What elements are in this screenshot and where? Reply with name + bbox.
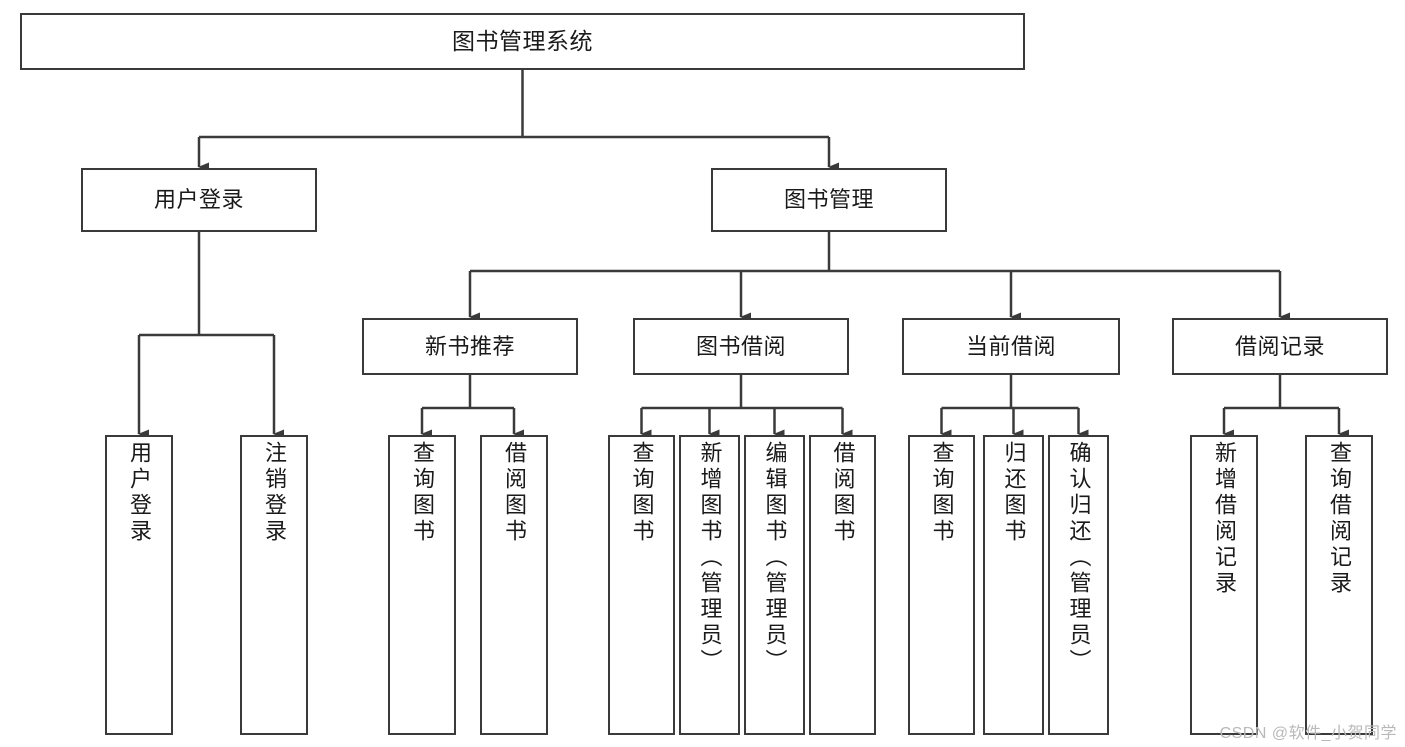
node-leaf-br-add: 新增借阅记录 (1190, 435, 1258, 735)
node-leaf-bb-edit: 编辑图书（管理员） (744, 435, 805, 735)
node-label: 查询图书 (629, 441, 655, 545)
watermark: CSDN @软件_小贺同学 (1219, 725, 1397, 742)
node-label: 新增借阅记录 (1212, 441, 1237, 597)
node-leaf-bb-borrow: 借阅图书 (809, 435, 876, 735)
node-leaf-user-logout: 注销登录 (240, 435, 308, 735)
node-label: 确认归还（管理员） (1066, 441, 1092, 675)
node-label: 注销登录 (262, 441, 287, 545)
node-label: 查询图书 (929, 441, 955, 545)
node-leaf-rec-query: 查询图书 (388, 435, 456, 735)
node-leaf-br-query: 查询借阅记录 (1305, 435, 1373, 735)
node-leaf-cb-query: 查询图书 (908, 435, 975, 735)
node-leaf-bb-add: 新增图书（管理员） (679, 435, 740, 735)
node-label: 用户登录 (153, 187, 244, 213)
node-label: 借阅记录 (1234, 333, 1325, 359)
node-label: 查询图书 (410, 441, 435, 545)
node-user-login: 用户登录 (81, 168, 317, 232)
node-root: 图书管理系统 (20, 13, 1025, 70)
node-label: 借阅图书 (830, 441, 856, 545)
node-label: 图书管理系统 (452, 27, 593, 54)
node-label: 查询借阅记录 (1327, 441, 1352, 597)
node-label: 用户登录 (127, 441, 152, 545)
node-leaf-rec-borrow: 借阅图书 (480, 435, 548, 735)
node-label: 当前借阅 (965, 333, 1056, 359)
node-book-manage: 图书管理 (711, 168, 947, 232)
node-leaf-bb-query: 查询图书 (608, 435, 675, 735)
node-label: 图书管理 (783, 187, 874, 213)
node-label: 借阅图书 (502, 441, 527, 545)
node-current-borrow: 当前借阅 (902, 318, 1120, 375)
node-label: 新书推荐 (424, 333, 515, 359)
node-label: 编辑图书（管理员） (762, 441, 788, 675)
node-leaf-user-login: 用户登录 (105, 435, 173, 735)
node-label: 图书借阅 (695, 333, 786, 359)
node-borrow-record: 借阅记录 (1172, 318, 1388, 375)
node-book-borrow: 图书借阅 (633, 318, 849, 375)
node-leaf-cb-return: 归还图书 (983, 435, 1044, 735)
node-leaf-cb-confirm: 确认归还（管理员） (1048, 435, 1109, 735)
node-label: 归还图书 (1001, 441, 1027, 545)
node-new-book-rec: 新书推荐 (362, 318, 578, 375)
node-label: 新增图书（管理员） (697, 441, 723, 675)
